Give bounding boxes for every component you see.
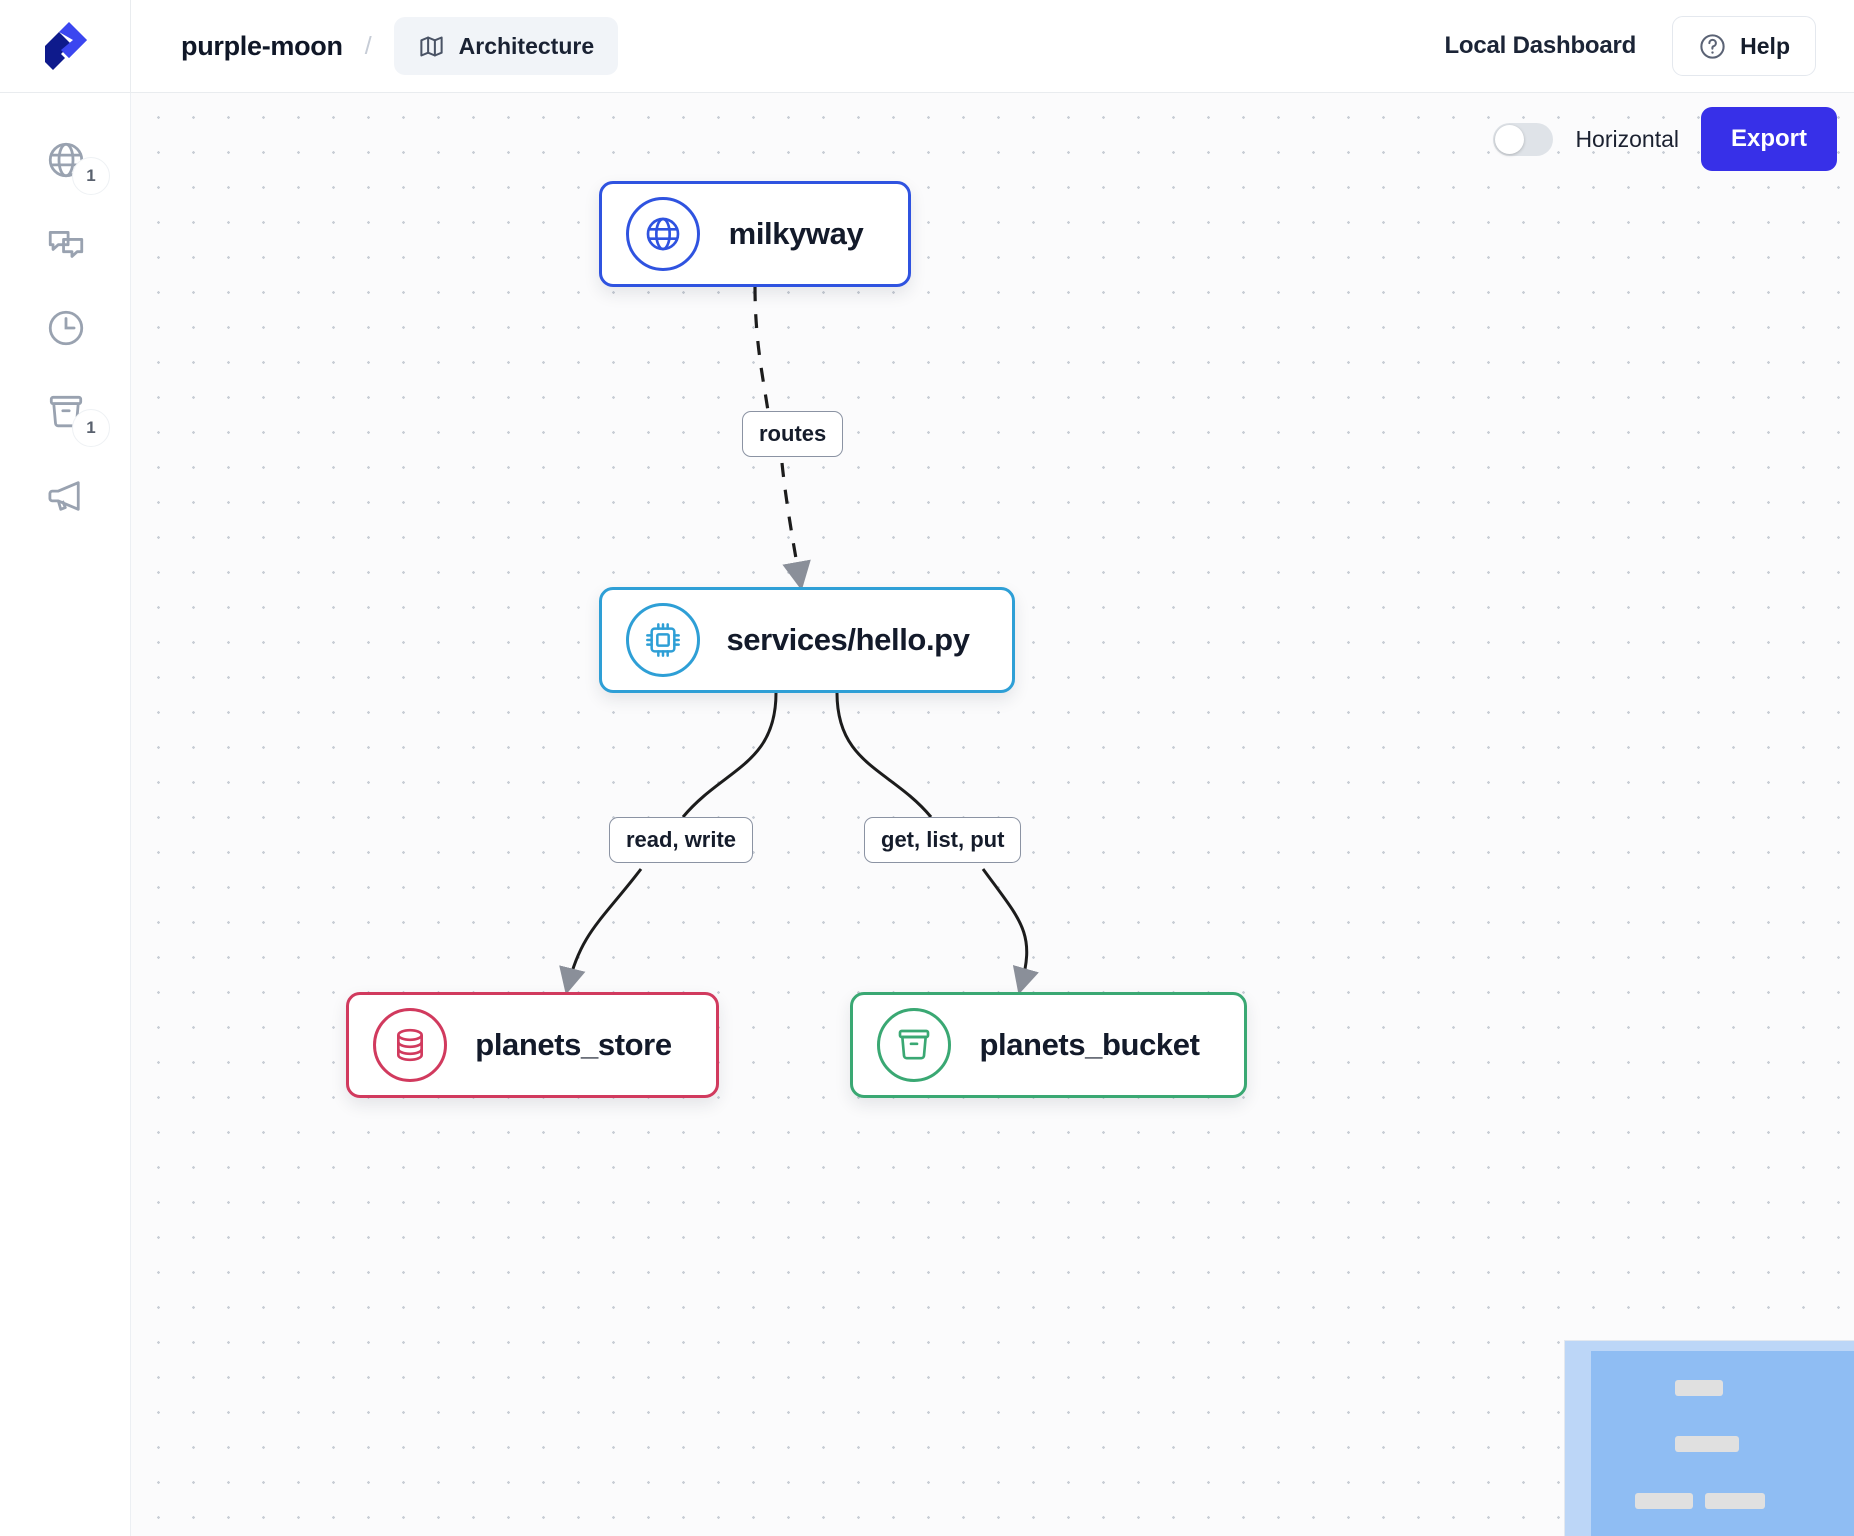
chat-icon	[48, 231, 83, 258]
help-button-label: Help	[1740, 32, 1790, 59]
horizontal-layout-toggle[interactable]	[1493, 122, 1554, 156]
cpu-chip-icon	[646, 623, 680, 657]
database-icon	[397, 1028, 423, 1062]
edge-service-store-upper	[681, 692, 778, 818]
sidebar-item-endpoints[interactable]: 1	[0, 125, 131, 195]
flow-edges-layer	[559, 286, 1039, 995]
app-logo[interactable]	[0, 0, 131, 93]
map-icon	[420, 35, 443, 57]
flow-node-planets-store[interactable]: planets_store	[346, 992, 719, 1098]
node-icon-wrap-store	[373, 1008, 447, 1082]
minimap-node	[1705, 1493, 1765, 1509]
edge-service-store-lower	[559, 868, 643, 995]
header-right-group: Local Dashboard Help	[1444, 16, 1854, 76]
flow-node-label-planets-store: planets_store	[475, 1027, 672, 1062]
flow-node-planets-bucket[interactable]: planets_bucket	[850, 992, 1247, 1098]
help-button[interactable]: Help	[1672, 16, 1816, 76]
node-icon-wrap-bucket	[877, 1008, 951, 1082]
minimap-node	[1635, 1493, 1693, 1509]
bucket-icon	[898, 1029, 930, 1060]
horizontal-layout-label: Horizontal	[1575, 125, 1679, 152]
minimap[interactable]: React Flow	[1565, 1341, 1854, 1536]
minimap-viewport	[1591, 1351, 1854, 1536]
canvas-toolbar: Horizontal Export	[1493, 107, 1837, 171]
flow-node-services-hello-py[interactable]: services/hello.py	[599, 587, 1015, 693]
edge-label-get-list-put[interactable]: get, list, put	[864, 817, 1022, 863]
tab-architecture[interactable]: Architecture	[393, 17, 619, 75]
megaphone-icon	[48, 481, 80, 511]
sidebar: 1 1	[0, 93, 131, 1536]
sidebar-item-messages[interactable]	[0, 209, 131, 279]
edge-milkyway-service-lower	[780, 462, 811, 591]
minimap-node	[1675, 1436, 1739, 1452]
sidebar-badge-endpoints: 1	[72, 157, 110, 195]
tab-architecture-label: Architecture	[458, 32, 595, 59]
globe-icon	[646, 217, 680, 251]
architecture-canvas[interactable]: Horizontal Export	[131, 93, 1854, 1536]
export-button[interactable]: Export	[1700, 107, 1837, 171]
minimap-node	[1675, 1380, 1723, 1396]
flow-node-label-milkyway: milkyway	[728, 216, 864, 251]
project-name: purple-moon	[181, 30, 343, 61]
edge-label-read-write[interactable]: read, write	[609, 817, 754, 863]
flow-node-label-services-hello-py: services/hello.py	[726, 622, 970, 657]
question-circle-icon	[1700, 33, 1725, 59]
app-logo-chevron-icon	[45, 22, 87, 70]
sidebar-badge-buckets: 1	[72, 409, 110, 447]
toggle-knob	[1495, 124, 1525, 154]
sidebar-item-announcements[interactable]	[0, 461, 131, 531]
edge-service-bucket-upper	[835, 692, 933, 818]
breadcrumb-separator: /	[364, 31, 372, 60]
clock-icon	[48, 310, 83, 346]
edge-service-bucket-lower	[981, 868, 1039, 995]
local-dashboard-label: Local Dashboard	[1444, 32, 1637, 59]
flow-node-label-planets-bucket: planets_bucket	[979, 1027, 1200, 1062]
edge-milkyway-service-upper	[753, 286, 770, 412]
flow-node-milkyway[interactable]: milkyway	[599, 181, 911, 287]
node-icon-wrap-milkyway	[626, 197, 700, 271]
node-icon-wrap-service	[626, 603, 700, 677]
app-header: purple-moon / Architecture Local Dashboa…	[0, 0, 1854, 93]
sidebar-item-buckets[interactable]: 1	[0, 377, 131, 447]
sidebar-item-schedules[interactable]	[0, 293, 131, 363]
edge-label-routes[interactable]: routes	[742, 411, 844, 457]
